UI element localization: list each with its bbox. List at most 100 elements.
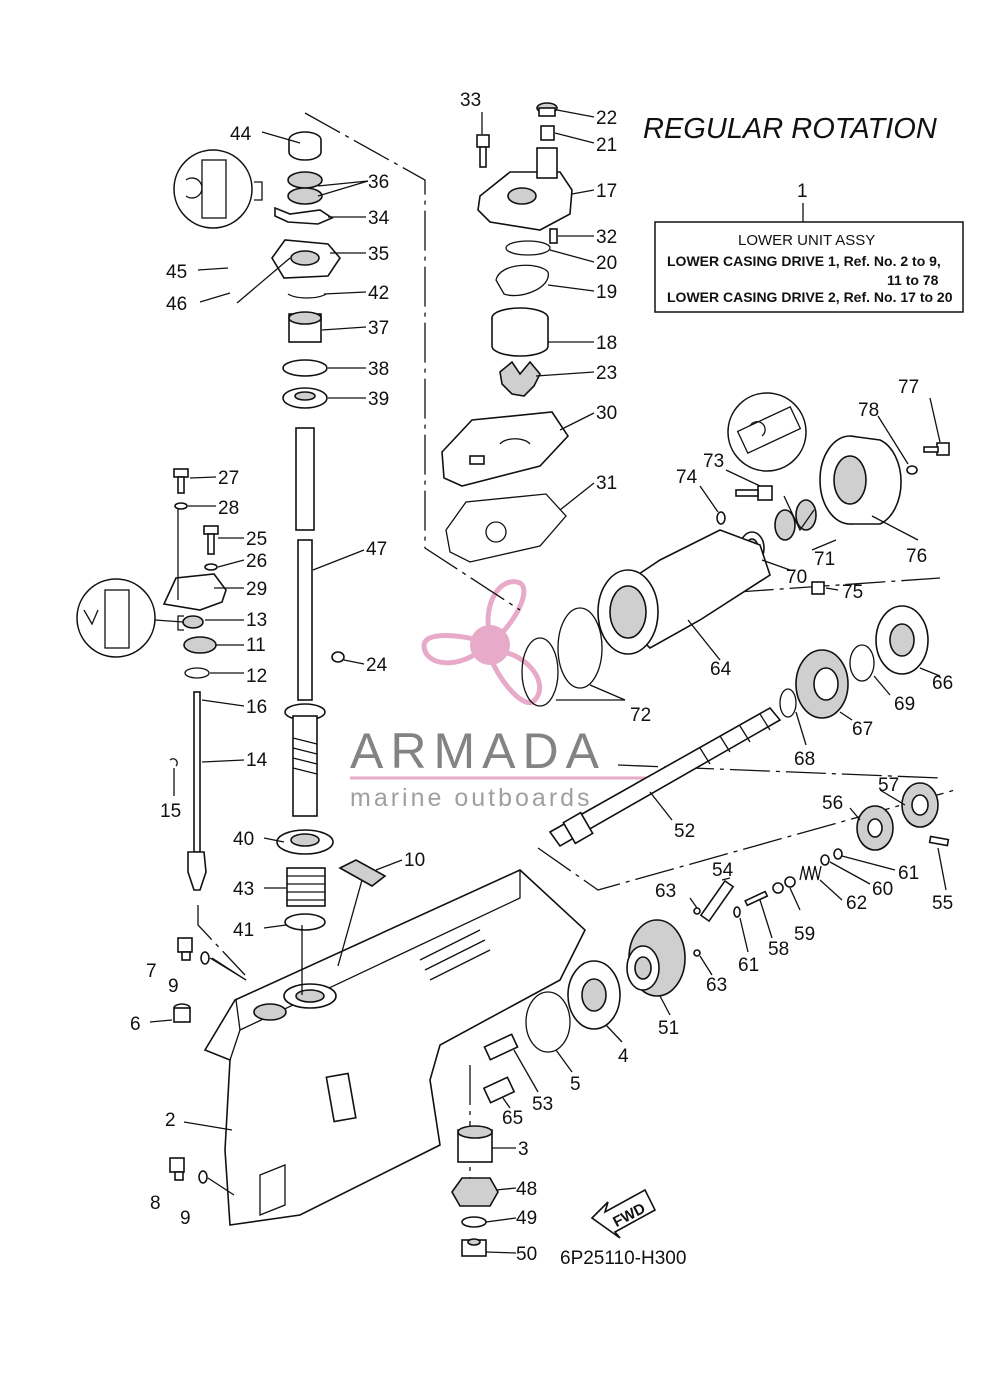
callout-46: 46 <box>166 294 187 315</box>
callout-49: 49 <box>516 1208 537 1229</box>
part-66-bearing <box>875 605 929 675</box>
callout-21: 21 <box>596 135 617 156</box>
callout-8: 8 <box>150 1193 161 1214</box>
assy-line-3: LOWER CASING DRIVE 2, Ref. No. 17 to 20 <box>667 289 953 305</box>
part-72-oring-b <box>521 637 559 707</box>
callout-43: 43 <box>233 879 254 900</box>
callout-67: 67 <box>852 719 873 740</box>
callout-16: 16 <box>246 697 267 718</box>
callout-45: 45 <box>166 262 187 283</box>
callout-5: 5 <box>570 1074 581 1095</box>
part-49-washer <box>461 1216 487 1228</box>
callout-59: 59 <box>794 924 815 945</box>
callout-78: 78 <box>858 400 879 421</box>
callout-13: 13 <box>246 610 267 631</box>
part-14-shift-rod <box>187 691 207 891</box>
part-30-outer-plate <box>441 411 570 487</box>
part-48-pinion <box>451 1177 499 1207</box>
part-26-washer <box>204 563 218 571</box>
part-32-pin <box>549 228 558 244</box>
part-11-bushing <box>183 636 217 654</box>
callout-42: 42 <box>368 283 389 304</box>
part-28-washer <box>174 502 188 510</box>
callout-73: 73 <box>703 451 724 472</box>
callout-25: 25 <box>246 529 267 550</box>
callout-20: 20 <box>596 253 617 274</box>
leader-lines <box>149 109 947 1254</box>
grease-symbol-13 <box>76 578 156 658</box>
drawing-code: 6P25110-H300 <box>560 1248 686 1269</box>
callout-65: 65 <box>502 1108 523 1129</box>
part-60-ball <box>820 854 830 866</box>
callout-63: 63 <box>706 975 727 996</box>
part-34-clip <box>274 206 334 225</box>
assy-line-2: 11 to 78 <box>887 272 939 288</box>
part-41-washer <box>284 913 326 931</box>
callout-22: 22 <box>596 108 617 129</box>
part-69-shim <box>849 644 875 682</box>
watermark-tagline: marine outboards <box>350 784 593 812</box>
callout-34: 34 <box>368 208 390 229</box>
part-59b-ball <box>772 882 784 894</box>
callout-58: 58 <box>768 939 789 960</box>
callout-27: 27 <box>218 468 239 489</box>
part-22-grommet <box>536 102 558 117</box>
part-2-lower-casing <box>203 869 586 1226</box>
part-42-oring <box>287 293 327 299</box>
part-71-seal-a <box>774 509 796 541</box>
part-78-washer <box>906 465 918 475</box>
part-54-shift-plunger <box>699 879 735 923</box>
callout-54: 54 <box>712 860 734 881</box>
callout-15: 15 <box>160 801 181 822</box>
part-15-clip <box>169 758 178 767</box>
callout-61: 61 <box>898 863 919 884</box>
part-20-oring <box>505 240 551 256</box>
part-23-impeller <box>499 360 541 397</box>
callout-4: 4 <box>618 1046 629 1067</box>
part-7-plug <box>177 937 193 961</box>
callout-60: 60 <box>872 879 893 900</box>
part-21-insert <box>540 125 555 141</box>
part-56-dog-clutch <box>856 805 894 851</box>
part-6-anode <box>173 1003 191 1023</box>
callout-76: 76 <box>906 546 927 567</box>
callout-18: 18 <box>596 333 617 354</box>
part-33-bolt <box>476 134 490 168</box>
callout-labels: 4436343545464237383933222117322019182330… <box>130 90 953 1265</box>
part-39-race <box>282 387 328 409</box>
callout-68: 68 <box>794 749 815 770</box>
part-61-ball <box>833 848 843 860</box>
callout-55: 55 <box>932 893 953 914</box>
part-43-sleeve <box>286 867 326 907</box>
part-58-pin <box>744 890 769 907</box>
part-73-bolt <box>735 485 773 501</box>
watermark-propeller-logo <box>421 579 542 705</box>
part-10-plate <box>338 859 387 887</box>
callout-29: 29 <box>246 579 267 600</box>
callout-37: 37 <box>368 318 389 339</box>
part-72-oring-a <box>557 607 603 689</box>
callout-9: 9 <box>168 976 179 997</box>
part-59-ball <box>784 876 796 888</box>
part-57-spring <box>901 782 939 828</box>
callout-31: 31 <box>596 473 617 494</box>
assy-legend-box: 1 LOWER UNIT ASSY LOWER CASING DRIVE 1, … <box>654 181 964 313</box>
callout-3: 3 <box>518 1139 529 1160</box>
watermark-brand: ARMADA <box>350 723 606 779</box>
callout-39: 39 <box>368 389 389 410</box>
part-64-housing <box>597 529 771 655</box>
part-63-ball-a <box>693 907 701 915</box>
callout-44: 44 <box>230 124 252 145</box>
watermark: ARMADA marine outboards <box>350 579 648 812</box>
callout-7: 7 <box>146 961 157 982</box>
part-4-bearing <box>567 960 621 1030</box>
part-18-insert-cartridge <box>491 307 549 357</box>
part-44-seal <box>288 131 322 161</box>
part-47-drive-shaft <box>284 427 326 817</box>
callout-32: 32 <box>596 227 617 248</box>
grease-symbol-71 <box>727 392 807 472</box>
assy-heading: LOWER UNIT ASSY <box>738 232 875 249</box>
callout-19: 19 <box>596 282 617 303</box>
callout-28: 28 <box>218 498 239 519</box>
callout-63: 63 <box>655 881 676 902</box>
